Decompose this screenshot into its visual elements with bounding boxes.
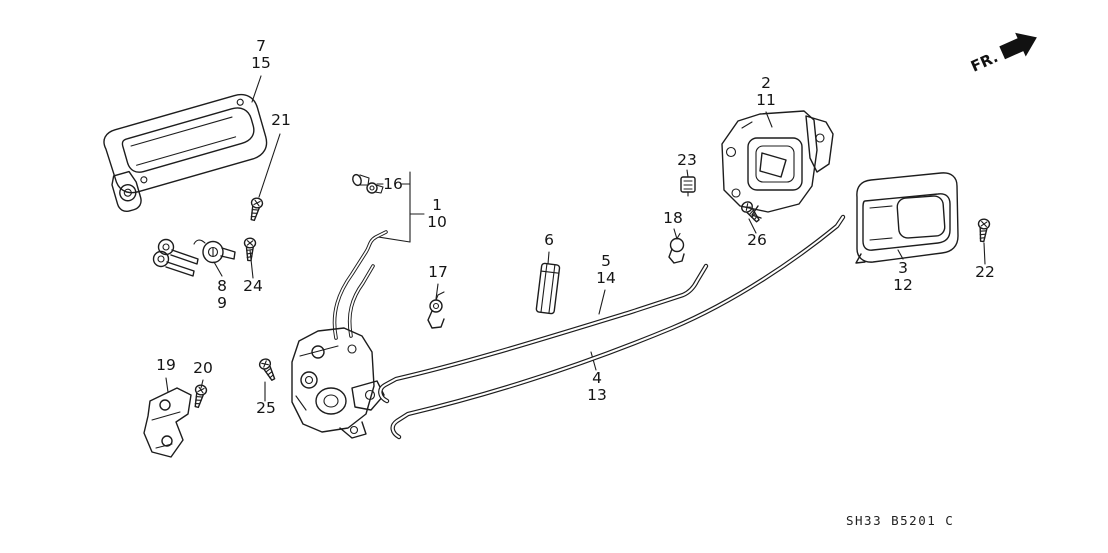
callout-11: 11 xyxy=(756,91,776,109)
remote-latch-assembly xyxy=(721,110,834,219)
callout-23: 23 xyxy=(677,151,697,169)
outer-door-handle xyxy=(103,93,268,212)
callout-13: 13 xyxy=(587,386,607,404)
lock-knob-bushings xyxy=(352,173,384,194)
callout-16: 16 xyxy=(383,175,403,193)
callout-10: 10 xyxy=(427,213,447,231)
case-screw-22 xyxy=(976,217,991,243)
rod-square-clip xyxy=(680,176,696,197)
lock-rods-upper xyxy=(332,230,388,340)
callout-15: 15 xyxy=(251,54,271,72)
callout-18: 18 xyxy=(663,209,683,227)
leader-lines xyxy=(165,75,986,402)
callout-2: 2 xyxy=(761,74,771,92)
callout-5: 5 xyxy=(601,252,611,270)
callout-4: 4 xyxy=(592,369,602,387)
callout-6: 6 xyxy=(544,231,554,249)
callout-3: 3 xyxy=(898,259,908,277)
inner-handle-rod xyxy=(378,263,709,404)
callout-22: 22 xyxy=(975,263,995,281)
lock-screw-25 xyxy=(257,356,279,383)
fr-direction-indicator: FR. xyxy=(968,32,1037,76)
callout-14: 14 xyxy=(596,269,616,287)
rod-protector xyxy=(535,262,561,315)
callout-7: 7 xyxy=(256,37,266,55)
callout-9: 9 xyxy=(217,294,227,312)
callout-8: 8 xyxy=(217,277,227,295)
latch-screw-26 xyxy=(739,199,763,225)
callout-25: 25 xyxy=(256,399,276,417)
lock-striker-bracket xyxy=(143,387,192,458)
rod-clip xyxy=(427,291,445,329)
callout-1: 1 xyxy=(432,196,442,214)
drawing-code: SH33 B5201 C xyxy=(846,513,954,528)
handle-screw-21 xyxy=(246,196,265,223)
callout-24: 24 xyxy=(243,277,263,295)
callout-21: 21 xyxy=(271,111,291,129)
callout-17: 17 xyxy=(428,263,448,281)
lock-rod-long xyxy=(390,214,846,440)
callout-20: 20 xyxy=(193,359,213,377)
cylinder-screw-24 xyxy=(243,237,257,262)
callout-12: 12 xyxy=(893,276,913,294)
bracket-screw-20 xyxy=(190,383,209,410)
fr-arrow-icon xyxy=(999,32,1037,60)
inner-handle-case xyxy=(855,172,959,264)
rod-snap-clip xyxy=(668,232,685,264)
callout-19: 19 xyxy=(156,356,176,374)
callout-26: 26 xyxy=(747,231,767,249)
fr-label: FR. xyxy=(968,48,1001,76)
door-lock-cylinder-keys xyxy=(152,238,236,277)
callouts: 7 15 21 16 1 10 8 9 24 17 6 5 14 23 18 2… xyxy=(156,37,995,417)
front-door-lock-assembly xyxy=(291,327,385,439)
